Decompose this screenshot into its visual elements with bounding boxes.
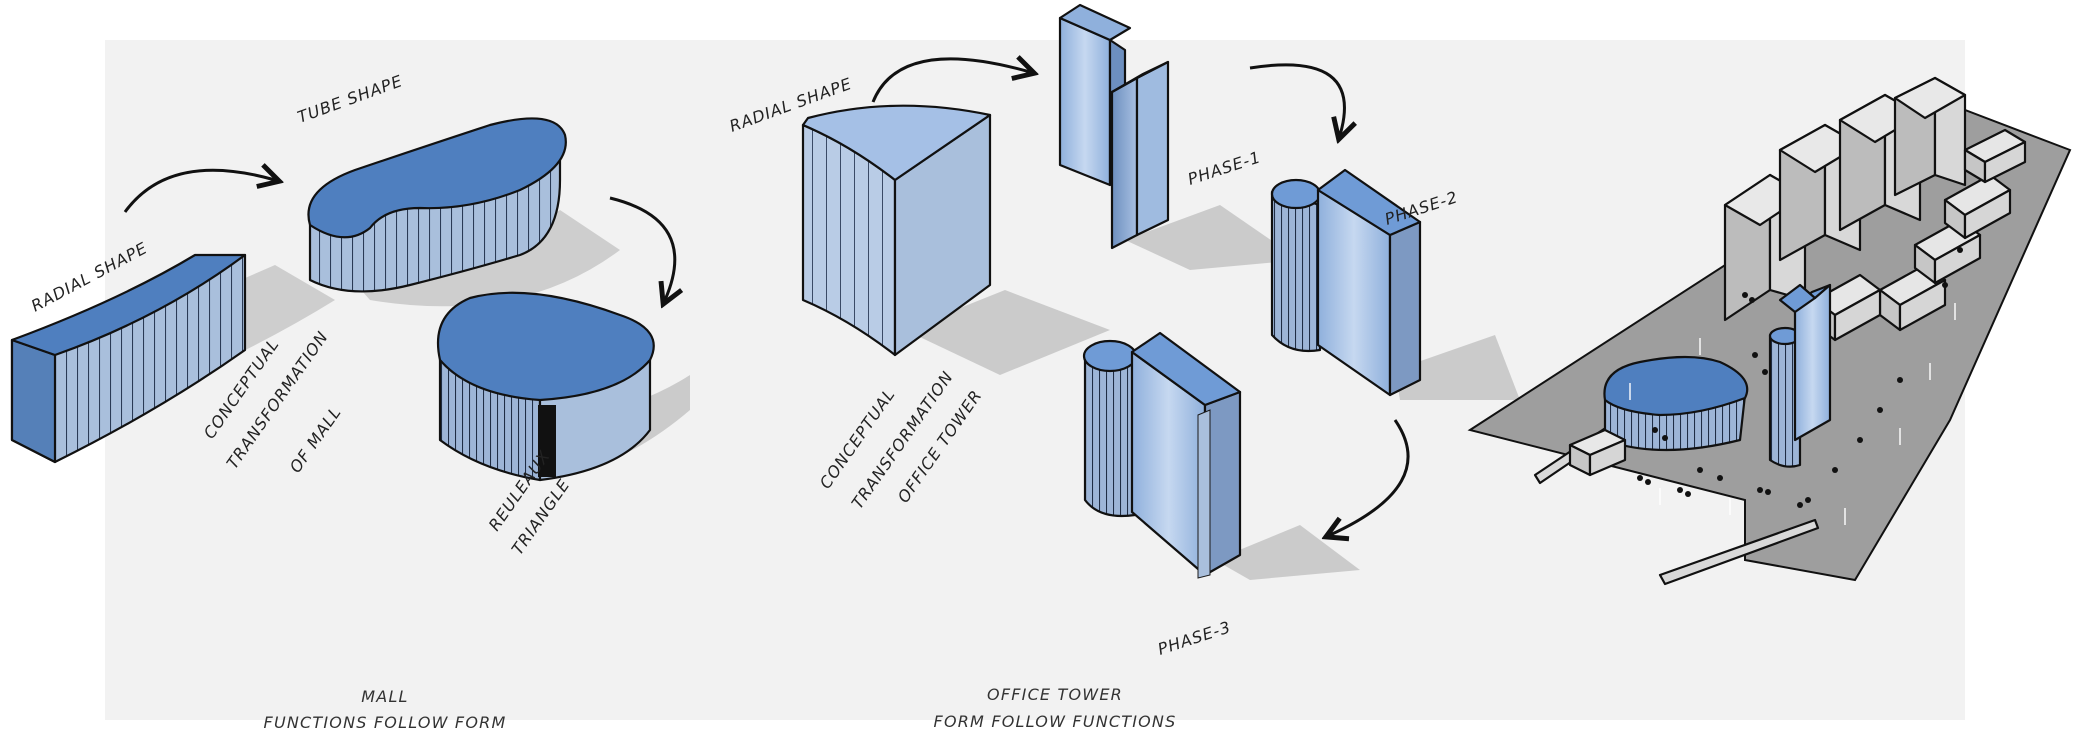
site-mall <box>1603 355 1749 452</box>
site-entrance-block <box>1568 428 1627 477</box>
svg-text:MALL: MALL <box>361 687 408 706</box>
site-light-posts <box>1629 303 1956 525</box>
mall-reuleaux-shape <box>436 291 690 482</box>
tower-radial-shape <box>801 104 1110 375</box>
site-people <box>1637 247 1963 508</box>
tower-phase1-shape <box>1058 3 1300 270</box>
mall-caption: MALL FUNCTIONS FOLLOW FORM <box>264 687 507 732</box>
tower-caption: OFFICE TOWER FORM FOLLOW FUNCTIONS <box>934 685 1177 731</box>
mall-arrow-2 <box>609 196 675 300</box>
svg-text:OFFICE TOWER: OFFICE TOWER <box>987 685 1123 704</box>
tower-arrow-1 <box>871 59 1030 103</box>
tower-arrow-2 <box>1249 63 1344 135</box>
mall-arrow-1 <box>123 170 275 213</box>
tower-arrow-3 <box>1330 419 1410 535</box>
svg-text:FUNCTIONS FOLLOW FORM: FUNCTIONS FOLLOW FORM <box>264 713 507 732</box>
site-plan <box>1467 76 2072 586</box>
mall-section: RADIAL SHAPE TUBE SHAPE CONCEPTUAL TRANS… <box>10 71 690 732</box>
mall-radial-shape <box>10 253 335 464</box>
svg-text:FORM FOLLOW FUNCTIONS: FORM FOLLOW FUNCTIONS <box>934 712 1177 731</box>
mall-tube-shape <box>307 117 620 307</box>
tower-phase3-shape <box>1082 331 1360 580</box>
tower-phase2-shape <box>1270 168 1520 400</box>
site-office-tower <box>1768 283 1832 468</box>
